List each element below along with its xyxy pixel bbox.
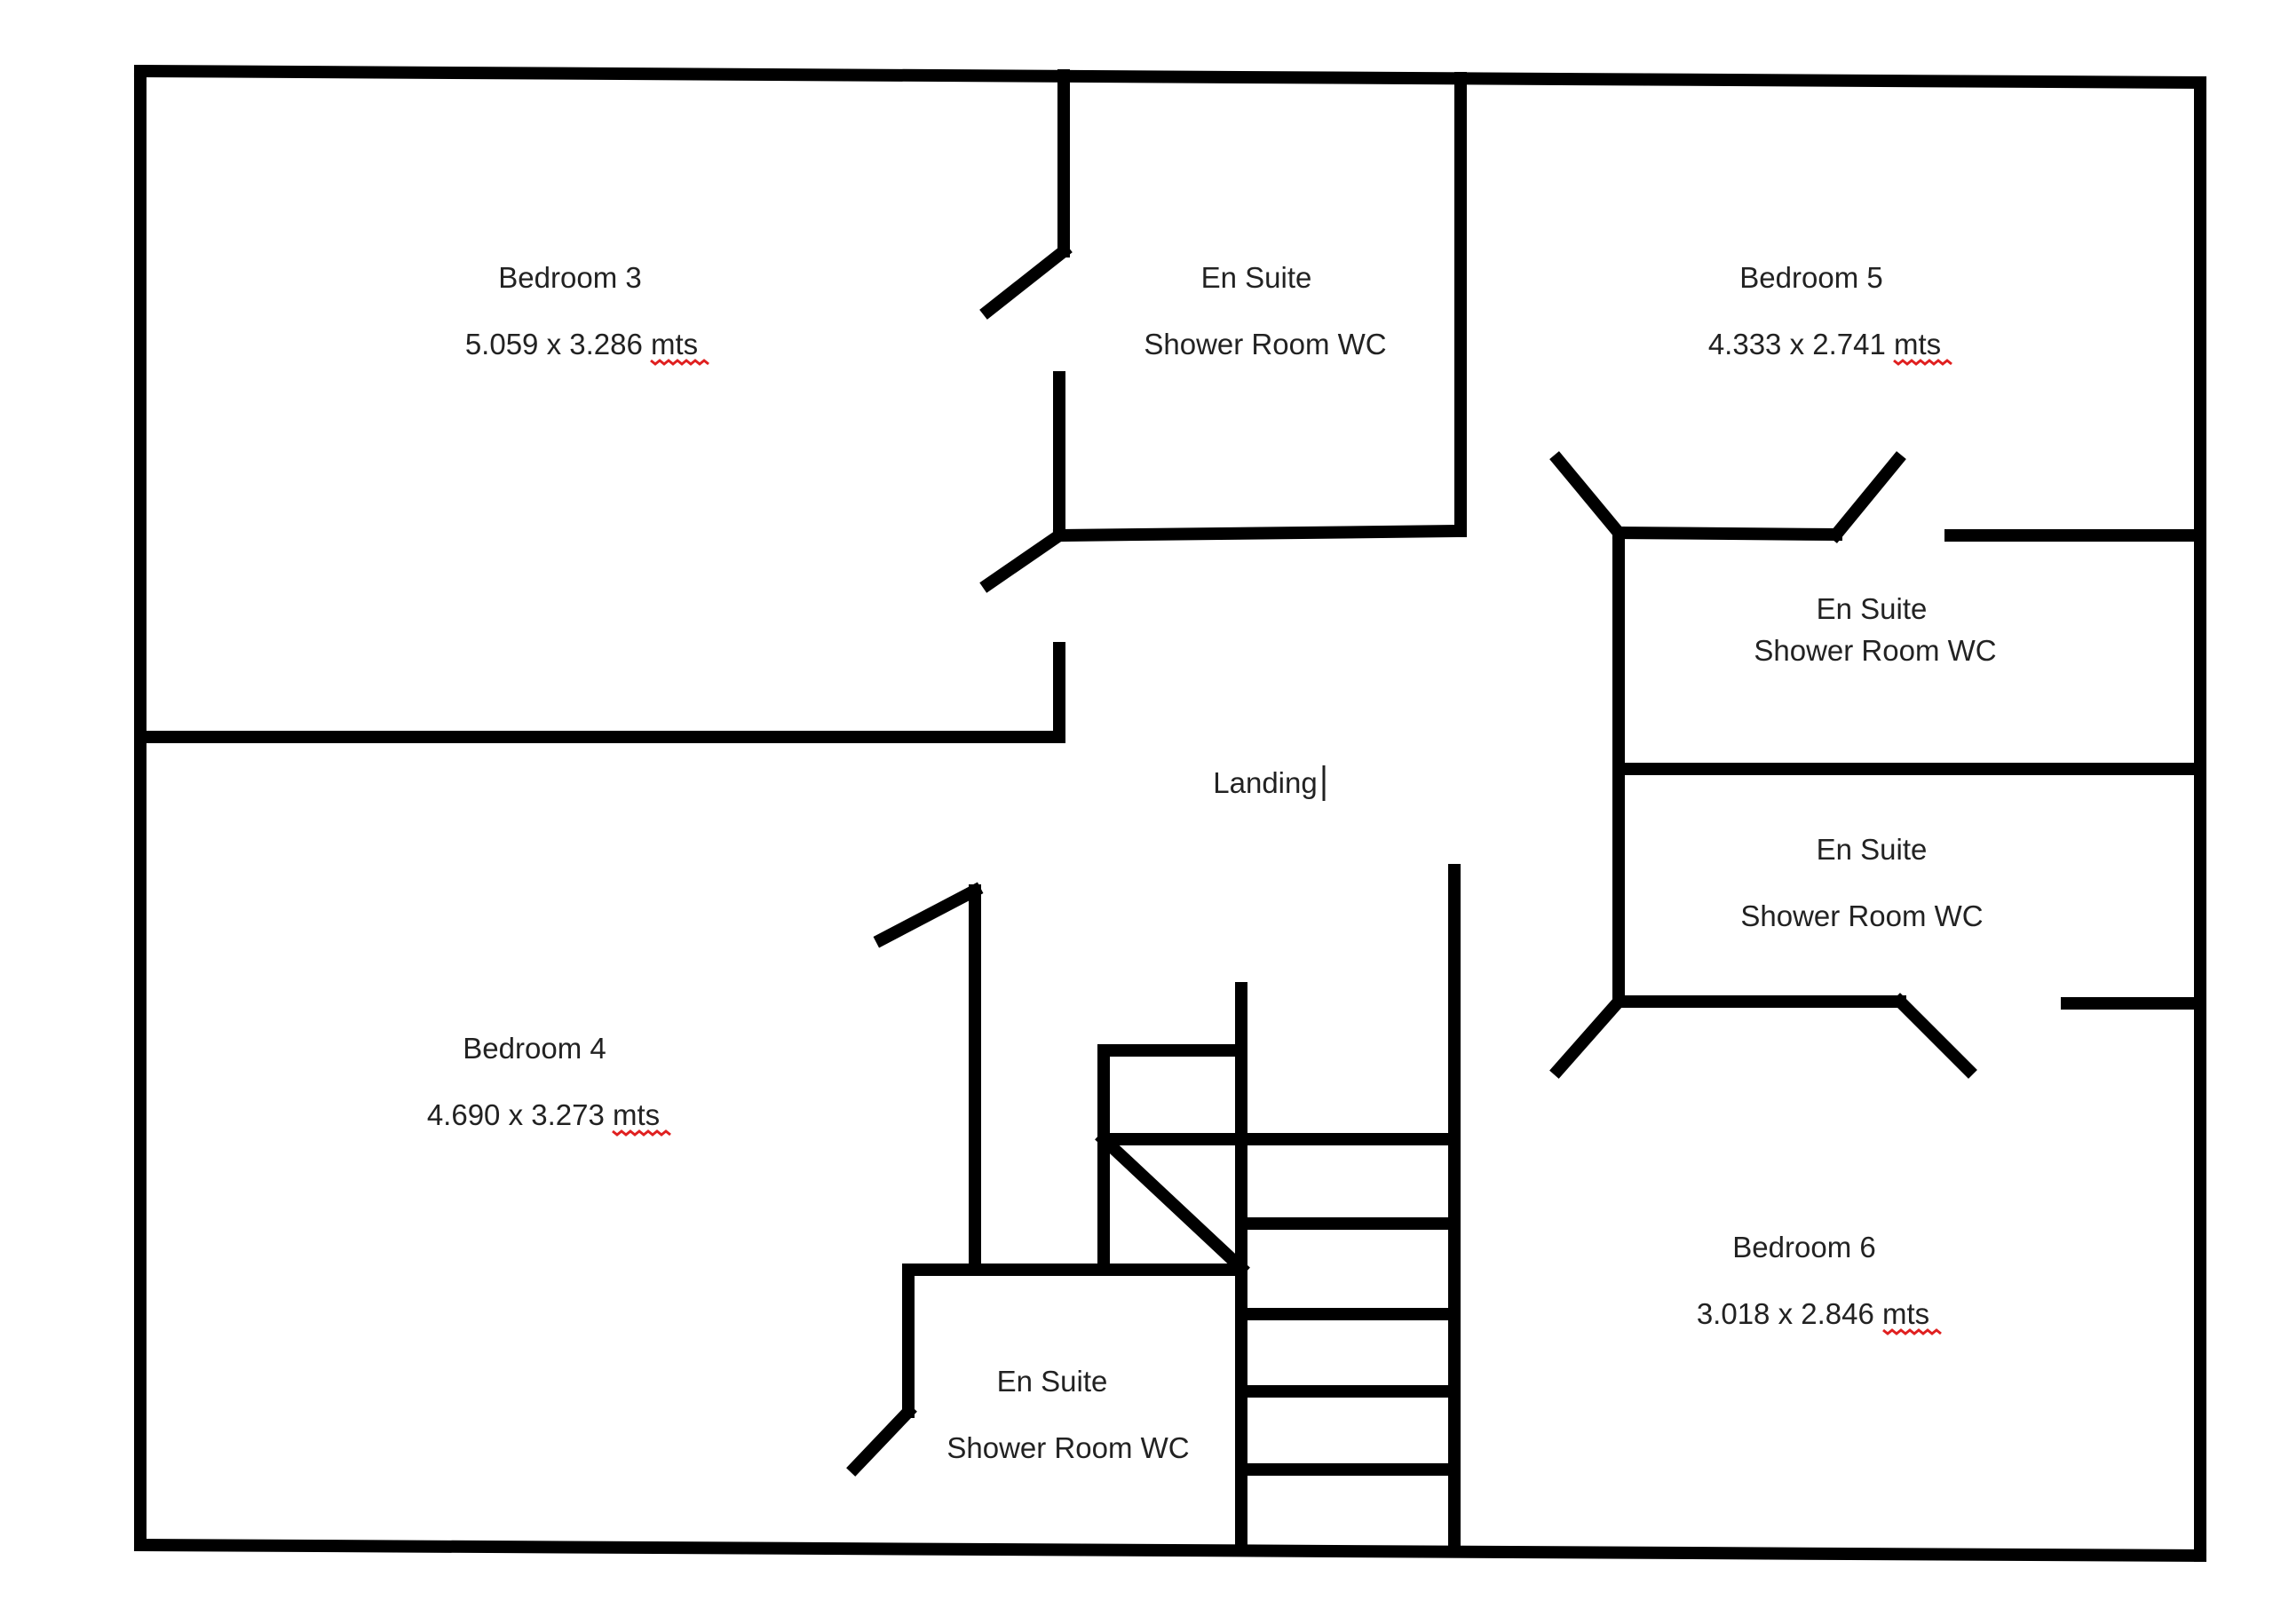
ensuite-a-name: En Suite bbox=[1201, 261, 1312, 294]
outer-wall-bottom bbox=[133, 1538, 2207, 1563]
bedroom5-size: 4.333 x 2.741 mts bbox=[1708, 328, 1941, 360]
ensuite-b-type: Shower Room WC bbox=[1754, 634, 1996, 667]
walls bbox=[133, 64, 2207, 1563]
door-ensuite-b bbox=[1827, 451, 1906, 543]
door-bedroom5 bbox=[1549, 451, 1628, 542]
spellcheck-underline bbox=[1882, 1328, 1942, 1335]
door-ensuite-d bbox=[846, 1403, 917, 1477]
door-ensuite-a bbox=[979, 242, 1073, 320]
bedroom4-size: 4.690 x 3.273 mts bbox=[427, 1098, 660, 1131]
bedroom6-size: 3.018 x 2.846 mts bbox=[1697, 1297, 1929, 1330]
ensuite-c-name: En Suite bbox=[1817, 833, 1928, 866]
bedroom4-name: Bedroom 4 bbox=[463, 1032, 606, 1065]
bedroom3-name: Bedroom 3 bbox=[498, 261, 641, 294]
door-ensuite-c bbox=[1891, 993, 1977, 1079]
ensuite-b-name: En Suite bbox=[1817, 592, 1928, 625]
bedroom5-name: Bedroom 5 bbox=[1739, 261, 1882, 294]
wall-ensuite-b-top bbox=[1612, 526, 1843, 542]
spellcheck-underline bbox=[612, 1129, 671, 1137]
bedroom3-size: 5.059 x 3.286 mts bbox=[465, 328, 698, 360]
door-bedroom4 bbox=[873, 882, 984, 948]
spellcheck-underline bbox=[650, 359, 709, 366]
wall-ensuite-a-bottom bbox=[1052, 524, 1468, 543]
landing-name: Landing bbox=[1213, 766, 1317, 799]
ensuite-c-type: Shower Room WC bbox=[1740, 899, 1983, 932]
outer-wall-top bbox=[133, 64, 2207, 90]
ensuite-a-type: Shower Room WC bbox=[1144, 328, 1386, 360]
stair-winder-diagonal bbox=[1095, 1130, 1250, 1277]
door-bedroom3 bbox=[979, 527, 1068, 593]
ensuite-d-type: Shower Room WC bbox=[946, 1431, 1189, 1464]
spellcheck-underline bbox=[1893, 359, 1952, 366]
bedroom6-name: Bedroom 6 bbox=[1732, 1231, 1875, 1264]
ensuite-d-name: En Suite bbox=[997, 1365, 1108, 1398]
door-bedroom6 bbox=[1549, 993, 1628, 1079]
